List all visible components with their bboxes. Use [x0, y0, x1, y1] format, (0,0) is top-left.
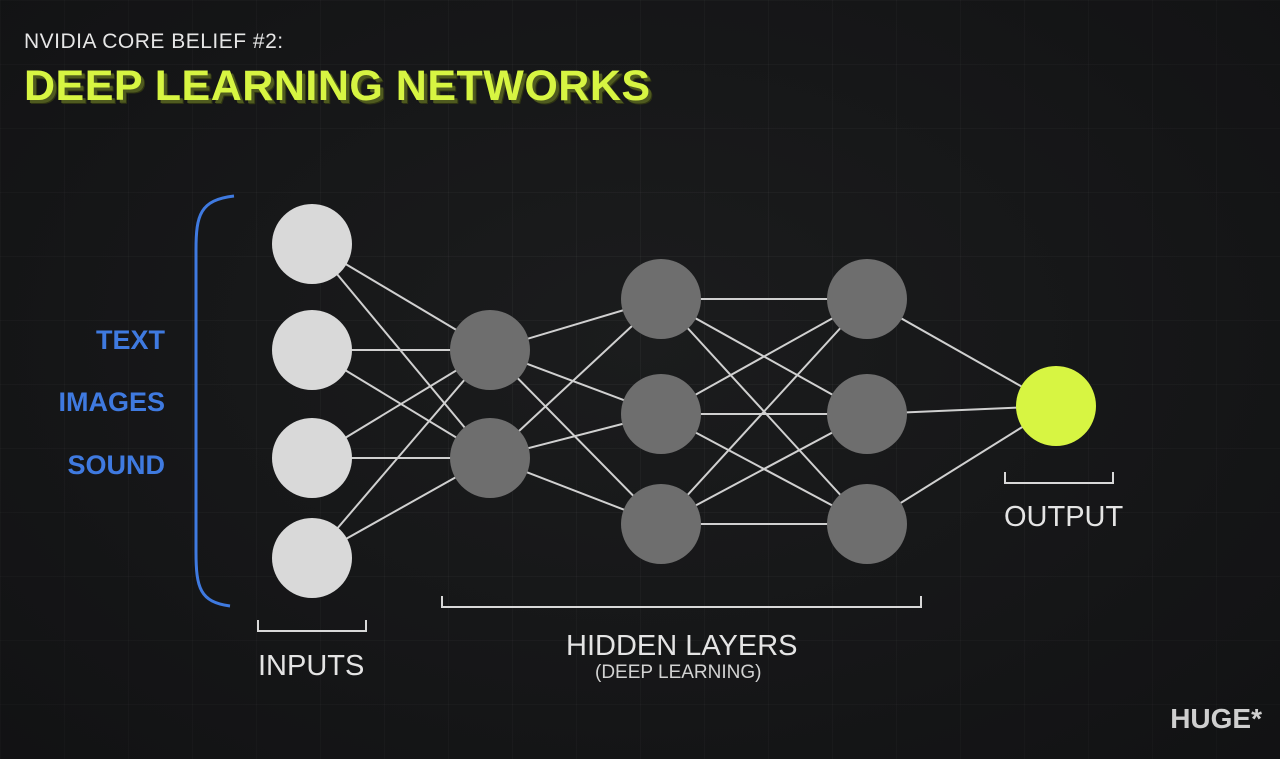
inputs-brace: [194, 194, 235, 608]
hidden-layers-label: HIDDEN LAYERS: [566, 630, 798, 662]
eyebrow-text: NVIDIA CORE BELIEF #2:: [24, 30, 284, 53]
input-type-sound: SOUND: [67, 450, 165, 480]
hidden-node-l3-0: [827, 259, 907, 339]
page-title: DEEP LEARNING NETWORKS: [24, 62, 651, 110]
edge-l2n2-l3n0: [660, 298, 868, 525]
output-node-l4-0: [1016, 366, 1096, 446]
input-node-l0-1: [272, 310, 352, 390]
hidden-node-l2-1: [621, 374, 701, 454]
output-label: OUTPUT: [1004, 501, 1124, 533]
huge-logo: HUGE*: [1170, 703, 1262, 734]
hidden-node-l2-2: [621, 484, 701, 564]
edge-l0n3-l1n0: [311, 349, 491, 559]
hidden-layers-bracket: [441, 596, 922, 608]
output-bracket: [1004, 472, 1114, 484]
input-node-l0-3: [272, 518, 352, 598]
hidden-node-l1-0: [450, 310, 530, 390]
hidden-node-l1-1: [450, 418, 530, 498]
input-type-text: TEXT: [95, 325, 165, 355]
hidden-node-l3-1: [827, 374, 907, 454]
inputs-bracket: [257, 620, 367, 632]
hidden-layers-sublabel: (DEEP LEARNING): [595, 662, 762, 683]
input-node-l0-2: [272, 418, 352, 498]
hidden-node-l2-0: [621, 259, 701, 339]
input-type-images: IMAGES: [58, 387, 165, 417]
inputs-label: INPUTS: [258, 650, 365, 682]
input-node-l0-0: [272, 204, 352, 284]
hidden-node-l3-2: [827, 484, 907, 564]
network-nodes: [272, 204, 1096, 598]
